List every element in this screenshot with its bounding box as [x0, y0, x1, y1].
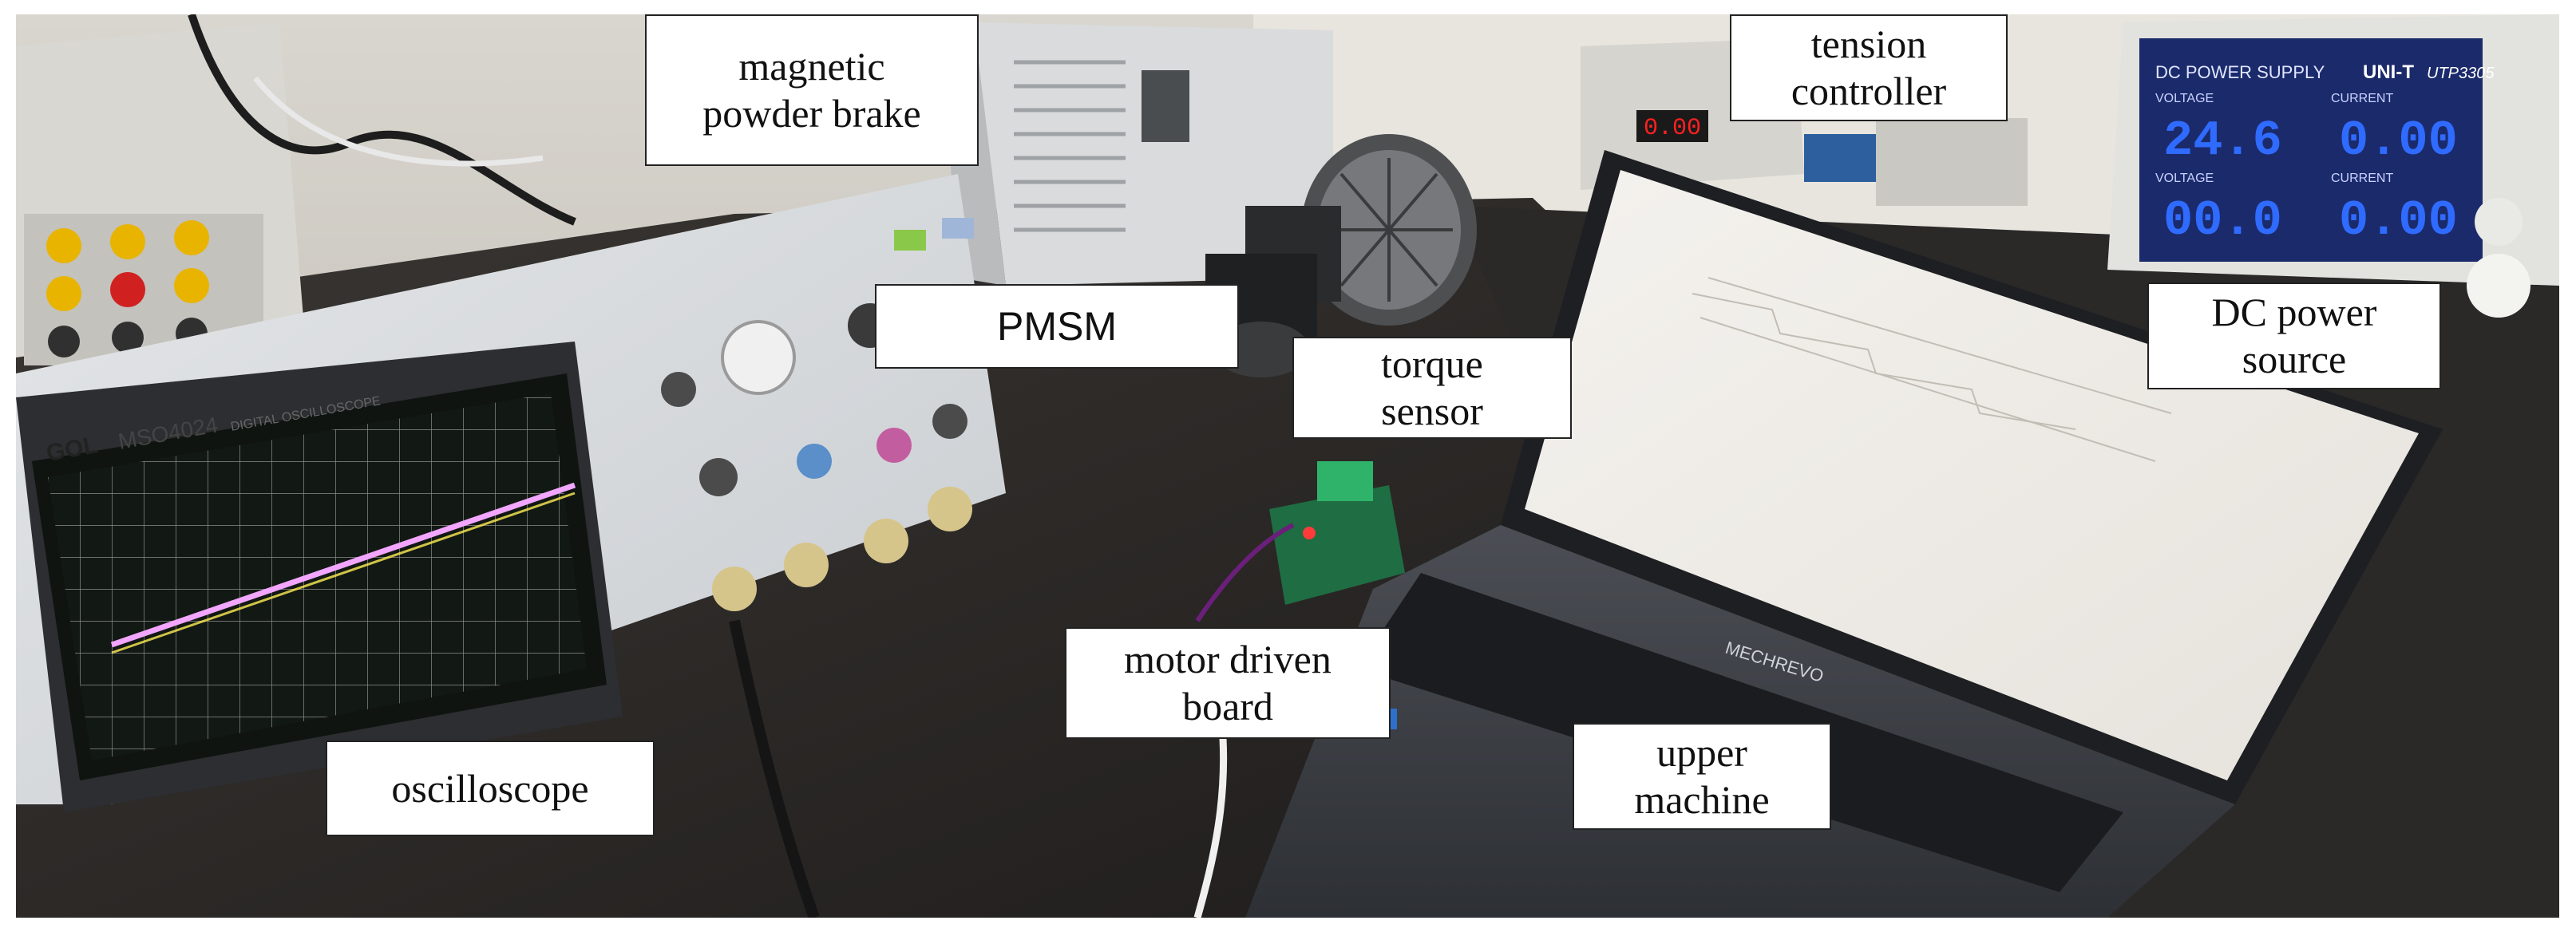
label-tension-controller: tension controller — [1730, 14, 2008, 121]
psu-model: UTP3305 — [2427, 65, 2495, 82]
label-pmsm: PMSM — [875, 284, 1239, 369]
psu-current-label-2: CURRENT — [2331, 172, 2393, 185]
lab-photo: 0.00 DC POWER SUPPLY UNI-T UTP3305 VOLTA… — [16, 14, 2559, 918]
oscilloscope-device: GOL MSO4024 DIGITAL OSCILLOSCOPE — [16, 174, 1006, 812]
label-upper-machine: upper machine — [1573, 723, 1831, 830]
driver-board — [1195, 461, 1405, 622]
label-torque-sensor: torque sensor — [1292, 337, 1572, 439]
tension-display: 0.00 — [1644, 115, 1701, 142]
psu-voltage-2: 00.0 — [2163, 192, 2282, 249]
label-motor-driven-board: motor driven board — [1065, 627, 1391, 739]
dc-power-supply: DC POWER SUPPLY UNI-T UTP3305 VOLTAGE CU… — [2107, 14, 2559, 318]
psu-voltage-label-2: VOLTAGE — [2155, 172, 2214, 185]
photo-scene: 0.00 DC POWER SUPPLY UNI-T UTP3305 VOLTA… — [16, 14, 2559, 918]
psu-voltage-label-1: VOLTAGE — [2155, 92, 2214, 105]
psu-current-1: 0.00 — [2339, 113, 2458, 169]
psu-current-2: 0.00 — [2339, 192, 2458, 249]
psu-current-label-1: CURRENT — [2331, 92, 2393, 105]
label-magnetic-powder-brake: magnetic powder brake — [645, 14, 979, 166]
label-dc-power-source: DC power source — [2147, 282, 2441, 389]
label-oscilloscope: oscilloscope — [326, 741, 655, 836]
psu-title: DC POWER SUPPLY — [2155, 62, 2325, 82]
psu-voltage-1: 24.6 — [2163, 113, 2282, 169]
psu-brand: UNI-T — [2363, 61, 2414, 83]
